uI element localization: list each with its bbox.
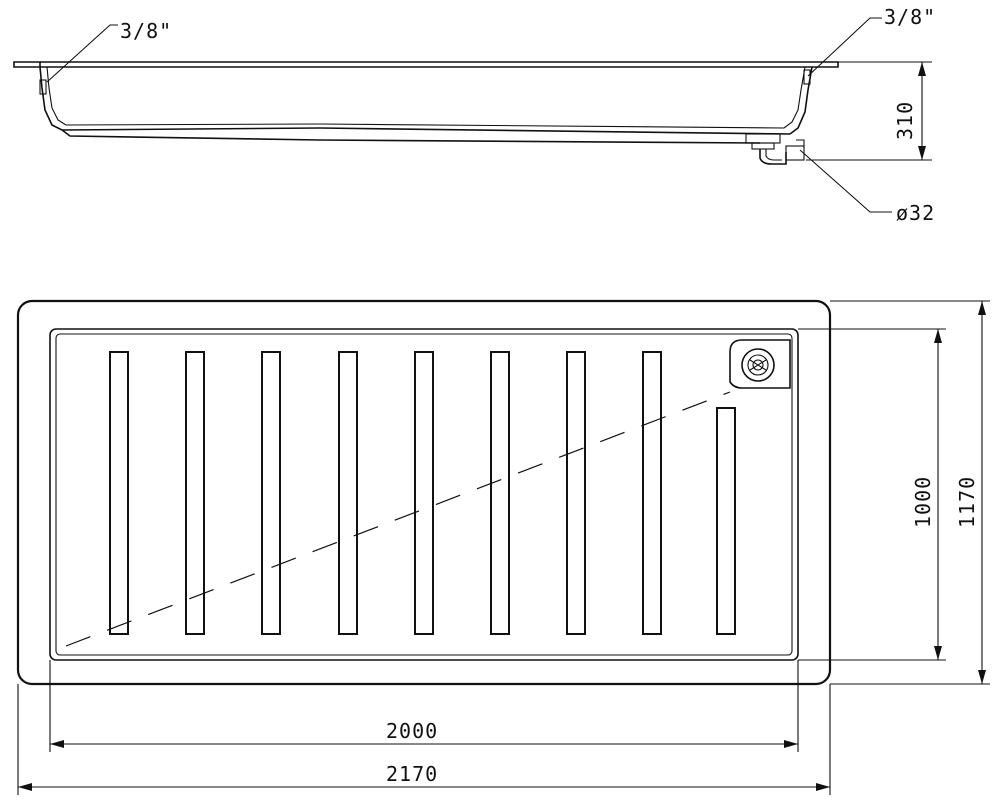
slope-line	[65, 391, 731, 647]
slot	[716, 407, 736, 635]
inner-width-label: 2000	[386, 719, 438, 743]
slot	[185, 351, 205, 635]
outer-depth-dimension: 1170	[830, 300, 990, 685]
left-connection-leader	[46, 24, 118, 83]
height-dimension-label: 310	[893, 101, 917, 140]
outer-depth-label: 1170	[955, 476, 979, 528]
side-view: 3/8" 3/8" 310 ø32	[13, 5, 936, 225]
slot	[109, 351, 129, 635]
slot	[261, 351, 281, 635]
inner-depth-label: 1000	[911, 476, 935, 528]
slot	[490, 351, 510, 635]
outer-width-label: 2170	[386, 762, 438, 786]
slot	[414, 351, 434, 635]
side-view-rim	[13, 61, 41, 68]
plan-drain-icon	[729, 339, 791, 389]
right-connection-label: 3/8"	[884, 5, 936, 29]
drain-fitting	[745, 133, 805, 165]
right-connection-leader	[807, 17, 882, 77]
outer-width-dimension: 2170	[17, 684, 831, 795]
left-connection-label: 3/8"	[120, 19, 172, 43]
side-view-right-wall	[789, 66, 813, 135]
slot	[338, 351, 358, 635]
inner-width-dimension: 2000	[49, 660, 799, 752]
plan-inner-basin	[49, 328, 799, 661]
plan-outer-rim	[16, 299, 832, 686]
inner-depth-dimension: 1000	[798, 328, 946, 661]
slot-group	[109, 351, 736, 635]
height-dimension: 310	[806, 61, 932, 161]
drain-diameter-label: ø32	[896, 201, 935, 225]
slot	[642, 351, 662, 635]
slot	[566, 351, 586, 635]
plan-view: 1000 1170 2000 2170	[16, 299, 990, 795]
side-view-bottom	[61, 127, 791, 135]
drain-diameter-leader	[799, 149, 892, 213]
side-view-left-wall	[39, 66, 63, 131]
